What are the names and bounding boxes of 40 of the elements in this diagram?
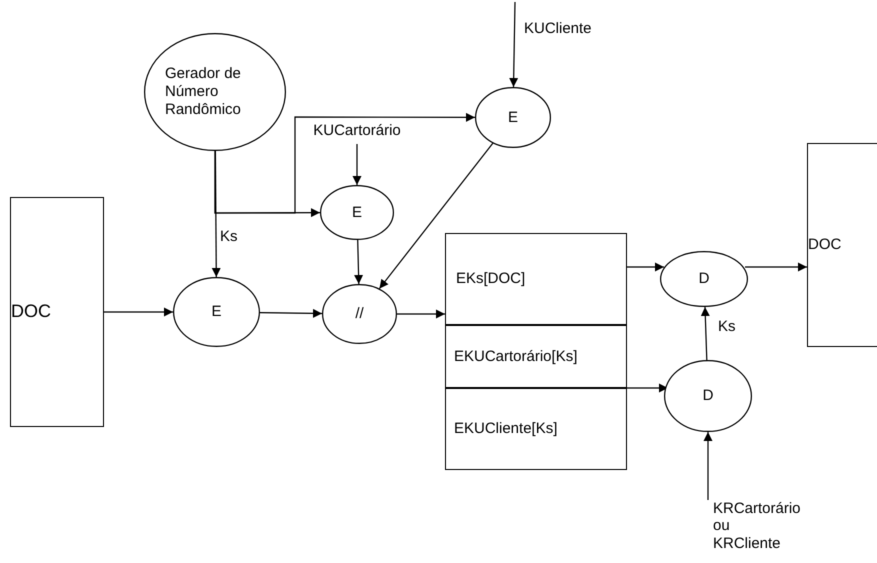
- arrow: [397, 310, 445, 318]
- process-ellipse: [144, 33, 286, 151]
- process-ellipse: [475, 87, 551, 148]
- node-label: D: [698, 270, 710, 288]
- arrow: [509, 2, 518, 88]
- arrow: [354, 240, 364, 284]
- arrow: [352, 144, 362, 185]
- node-label: DOC: [11, 301, 52, 323]
- arrow: [704, 432, 712, 500]
- arrow: [212, 151, 221, 277]
- node-label: E: [211, 303, 222, 321]
- arrow: [627, 262, 664, 272]
- arrow: [104, 308, 173, 316]
- node-label: Gerador de Número Randômico: [165, 65, 242, 119]
- key-label: KUCliente: [524, 20, 592, 39]
- process-box: [807, 143, 877, 347]
- process-box: [10, 197, 104, 427]
- process-ellipse: [173, 277, 260, 347]
- process-ellipse: [322, 284, 397, 344]
- arrow: [745, 262, 807, 272]
- node-label: D: [702, 387, 714, 405]
- key-label: KRCartorário ou KRCliente: [713, 500, 801, 552]
- node-label: DOC: [808, 236, 842, 254]
- node-label: EKUCliente[Ks]: [454, 420, 558, 438]
- process-ellipse: [664, 360, 752, 432]
- arrow: [378, 142, 494, 289]
- node-label: E: [352, 204, 362, 222]
- process-box: [445, 325, 627, 388]
- node-label: E: [508, 108, 518, 126]
- process-box: [445, 233, 627, 325]
- key-label: KUCartorário: [313, 122, 401, 141]
- arrow: [260, 308, 322, 318]
- arrow: [214, 112, 475, 214]
- arrow: [700, 306, 710, 360]
- process-ellipse: [320, 185, 394, 240]
- node-label: EKs[DOC]: [456, 270, 526, 288]
- process-box: [445, 388, 627, 470]
- process-ellipse: [660, 251, 748, 307]
- node-label: EKUCartorário[Ks]: [454, 348, 578, 366]
- node-label: //: [355, 305, 364, 323]
